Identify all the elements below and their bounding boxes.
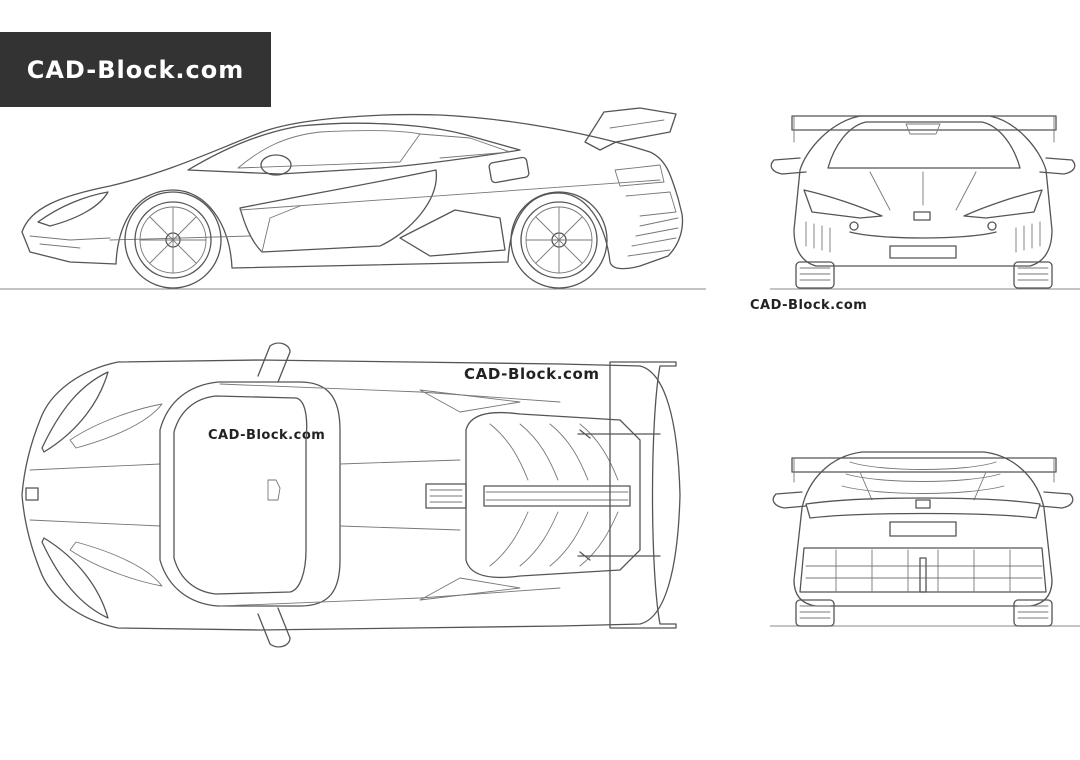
- rear-tire-right: [1013, 599, 1053, 627]
- top-view: [21, 342, 681, 648]
- top-body-outline: [21, 359, 681, 631]
- side-view: [0, 107, 706, 290]
- side-mirror: [260, 154, 292, 176]
- front-badge: [913, 211, 931, 221]
- top-engine-cover: [465, 411, 641, 579]
- rear-license-plate: [889, 521, 957, 537]
- side-rear-wing: [584, 107, 677, 151]
- rear-view: [770, 451, 1080, 627]
- front-windshield: [827, 121, 1021, 169]
- side-headlight: [37, 191, 109, 227]
- front-view: [770, 115, 1080, 290]
- front-license-plate: [889, 245, 957, 259]
- top-rear-wing: [609, 361, 677, 629]
- site-logo: CAD-Block.com: [0, 32, 271, 107]
- side-rear-intake: [488, 156, 530, 184]
- side-window: [237, 130, 421, 169]
- top-badge: [25, 487, 39, 501]
- front-headlight-right: [963, 189, 1043, 219]
- front-tire-left: [795, 261, 835, 289]
- top-windshield: [173, 395, 308, 595]
- side-door: [239, 169, 437, 253]
- watermark-front-view: CAD-Block.com: [750, 298, 868, 313]
- rear-wing: [791, 457, 1057, 473]
- rear-body-outline: [793, 451, 1053, 607]
- top-vent: [425, 483, 467, 509]
- rear-diffuser: [799, 547, 1047, 593]
- watermark-top-view-cabin: CAD-Block.com: [208, 428, 326, 443]
- side-rear-wheel: [510, 191, 608, 289]
- side-greenhouse: [187, 122, 521, 175]
- rear-badge: [915, 499, 931, 509]
- front-headlight-left: [803, 189, 883, 219]
- watermark-top-view-rear: CAD-Block.com: [464, 365, 600, 383]
- side-front-wheel: [124, 191, 222, 289]
- rear-tire-left: [795, 599, 835, 627]
- rear-tail-light: [805, 497, 1041, 519]
- front-tire-right: [1013, 261, 1053, 289]
- logo-text: CAD-Block.com: [26, 55, 245, 84]
- top-cabin: [159, 381, 341, 607]
- side-body-outline: [21, 113, 684, 270]
